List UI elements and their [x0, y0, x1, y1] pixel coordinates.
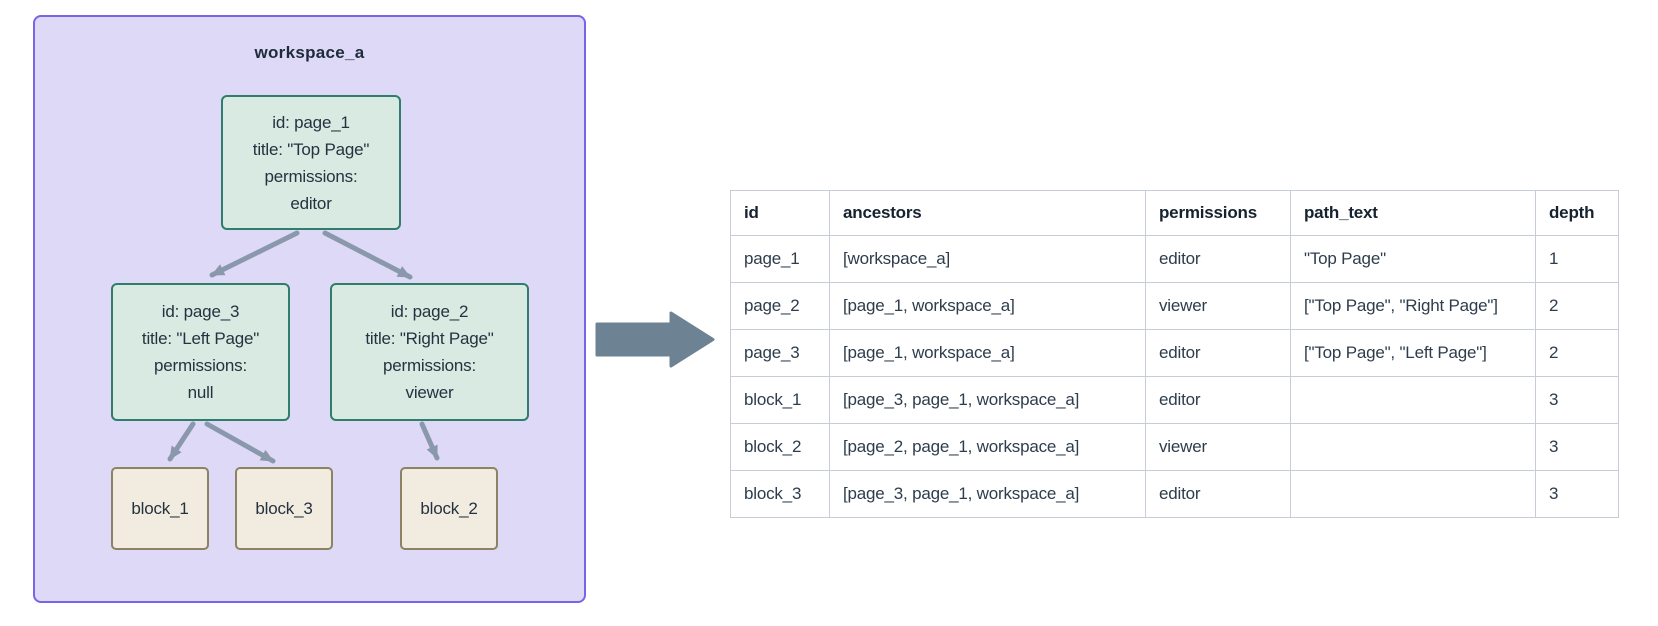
- cell-id: page_2: [730, 282, 830, 330]
- cell-permissions: editor: [1145, 329, 1291, 377]
- node-block_3-label: block_3: [255, 498, 313, 518]
- cell-path_text: "Top Page": [1290, 235, 1536, 283]
- table-row-block_3: block_3 [page_3, page_1, workspace_a] ed…: [730, 470, 1619, 518]
- node-block_3: block_3: [235, 467, 333, 550]
- cell-permissions: viewer: [1145, 423, 1291, 471]
- cell-depth: 2: [1535, 282, 1619, 330]
- ancestors-table: id ancestors permissions path_text depth…: [730, 190, 1619, 518]
- cell-id: block_1: [730, 376, 830, 424]
- node-page_2-permissions-key: permissions:: [382, 356, 477, 375]
- cell-depth: 1: [1535, 235, 1619, 283]
- node-block_1: block_1: [111, 467, 209, 550]
- node-page_3: id: page_3 title: "Left Page" permission…: [111, 283, 290, 421]
- cell-permissions: editor: [1145, 470, 1291, 518]
- column-header-ancestors: ancestors: [829, 190, 1146, 236]
- edge-page3-block1: [167, 421, 196, 462]
- cell-depth: 3: [1535, 470, 1619, 518]
- node-page_2: id: page_2 title: "Right Page" permissio…: [330, 283, 529, 421]
- edge-page1-page2: [322, 230, 413, 280]
- column-header-permissions: permissions: [1145, 190, 1291, 236]
- cell-ancestors: [workspace_a]: [829, 235, 1146, 283]
- node-page_3-title: title: "Left Page": [141, 329, 260, 348]
- node-page_2-title: title: "Right Page": [365, 329, 494, 348]
- node-page_3-permissions-key: permissions:: [153, 356, 248, 375]
- edge-page1-page3: [209, 230, 300, 278]
- cell-ancestors: [page_1, workspace_a]: [829, 329, 1146, 377]
- cell-ancestors: [page_2, page_1, workspace_a]: [829, 423, 1146, 471]
- column-header-depth: depth: [1535, 190, 1619, 236]
- node-block_2-label: block_2: [420, 498, 478, 518]
- node-block_1-label: block_1: [131, 498, 189, 518]
- edge-page3-block3: [204, 421, 276, 464]
- cell-id: block_3: [730, 470, 830, 518]
- node-page_1-title: title: "Top Page": [252, 139, 370, 159]
- workspace-container: workspace_a id: page_1 title: "Top Page"…: [33, 15, 586, 603]
- table-row-page_1: page_1 [workspace_a] editor "Top Page" 1: [730, 235, 1619, 283]
- node-page_2-id: id: page_2: [390, 302, 469, 321]
- node-page_1-permissions-value: editor: [290, 193, 332, 213]
- node-block_2: block_2: [400, 467, 498, 550]
- edge-page2-block2: [419, 421, 440, 461]
- flow-arrow-icon: [595, 311, 715, 368]
- table-row-page_2: page_2 [page_1, workspace_a] viewer ["To…: [730, 282, 1619, 330]
- node-page_2-permissions-value: viewer: [405, 383, 454, 402]
- cell-path_text: [1290, 376, 1536, 424]
- table-row-block_1: block_1 [page_3, page_1, workspace_a] ed…: [730, 376, 1619, 424]
- cell-depth: 2: [1535, 329, 1619, 377]
- cell-ancestors: [page_1, workspace_a]: [829, 282, 1146, 330]
- node-page_1-permissions-key: permissions:: [264, 166, 358, 186]
- cell-permissions: editor: [1145, 376, 1291, 424]
- node-page_1: id: page_1 title: "Top Page" permissions…: [221, 95, 401, 230]
- cell-depth: 3: [1535, 376, 1619, 424]
- cell-path_text: [1290, 470, 1536, 518]
- workspace-label: workspace_a: [254, 43, 365, 62]
- cell-ancestors: [page_3, page_1, workspace_a]: [829, 376, 1146, 424]
- cell-id: page_3: [730, 329, 830, 377]
- node-page_3-permissions-value: null: [187, 383, 214, 402]
- node-page_1-id: id: page_1: [272, 112, 350, 132]
- cell-permissions: editor: [1145, 235, 1291, 283]
- cell-id: block_2: [730, 423, 830, 471]
- cell-path_text: ["Top Page", "Right Page"]: [1290, 282, 1536, 330]
- cell-depth: 3: [1535, 423, 1619, 471]
- cell-ancestors: [page_3, page_1, workspace_a]: [829, 470, 1146, 518]
- cell-path_text: ["Top Page", "Left Page"]: [1290, 329, 1536, 377]
- cell-permissions: viewer: [1145, 282, 1291, 330]
- node-page_3-id: id: page_3: [161, 302, 240, 321]
- cell-id: page_1: [730, 235, 830, 283]
- column-header-id: id: [730, 190, 830, 236]
- cell-path_text: [1290, 423, 1536, 471]
- table-header-row: id ancestors permissions path_text depth: [730, 190, 1619, 236]
- table-row-block_2: block_2 [page_2, page_1, workspace_a] vi…: [730, 423, 1619, 471]
- table-row-page_3: page_3 [page_1, workspace_a] editor ["To…: [730, 329, 1619, 377]
- column-header-path_text: path_text: [1290, 190, 1536, 236]
